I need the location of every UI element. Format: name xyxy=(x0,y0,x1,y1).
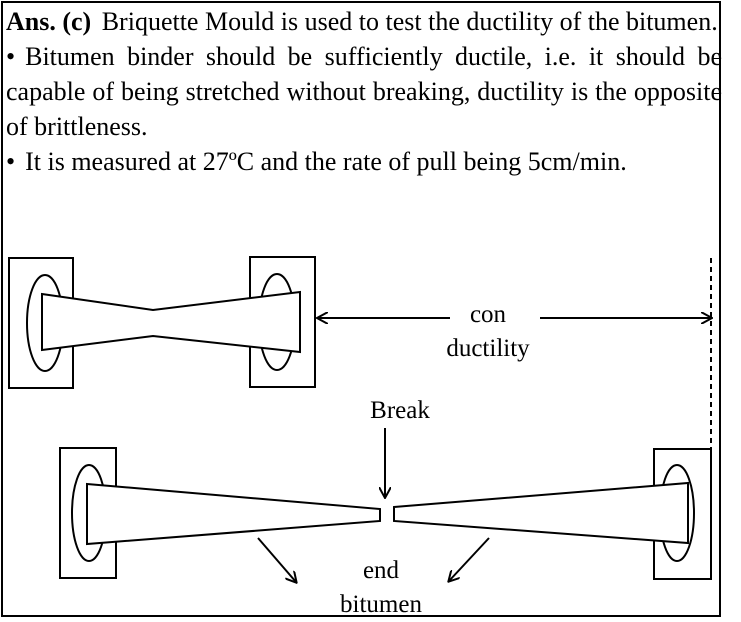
bottom-briquette-specimen xyxy=(59,447,712,580)
end-arrow-left xyxy=(257,537,296,582)
bottom-left-thread xyxy=(86,482,381,546)
answer-statement: Ans. (c) Briquette Mould is used to test… xyxy=(6,4,722,39)
bullet-marker: • xyxy=(6,147,16,176)
answer-prefix: Ans. xyxy=(6,7,56,36)
answer-text: Ans. (c) Briquette Mould is used to test… xyxy=(6,4,722,179)
bullet-2-text: It is measured at 27ºC and the rate of p… xyxy=(25,147,627,176)
bullet-marker: • xyxy=(6,42,16,71)
top-briquette-specimen xyxy=(8,256,316,389)
ductility-span xyxy=(318,258,711,462)
answer-option: (c) xyxy=(62,7,92,36)
top-briquette-body xyxy=(41,290,301,354)
label-ductility: ductility xyxy=(446,335,530,362)
label-con: con xyxy=(470,301,507,328)
bottom-right-thread xyxy=(393,481,689,545)
end-arrow-right xyxy=(449,537,490,581)
label-end: end xyxy=(363,557,400,584)
bullet-1-text: Bitumen binder should be sufficiently du… xyxy=(6,42,722,141)
bullet-2: • It is measured at 27ºC and the rate of … xyxy=(6,144,722,179)
label-break: Break xyxy=(370,397,430,424)
label-bitumen: bitumen xyxy=(340,591,422,618)
answer-statement-text: Briquette Mould is used to test the duct… xyxy=(101,7,718,36)
end-arrows xyxy=(257,537,490,582)
bullet-1: •Bitumen binder should be sufficiently d… xyxy=(6,39,722,144)
